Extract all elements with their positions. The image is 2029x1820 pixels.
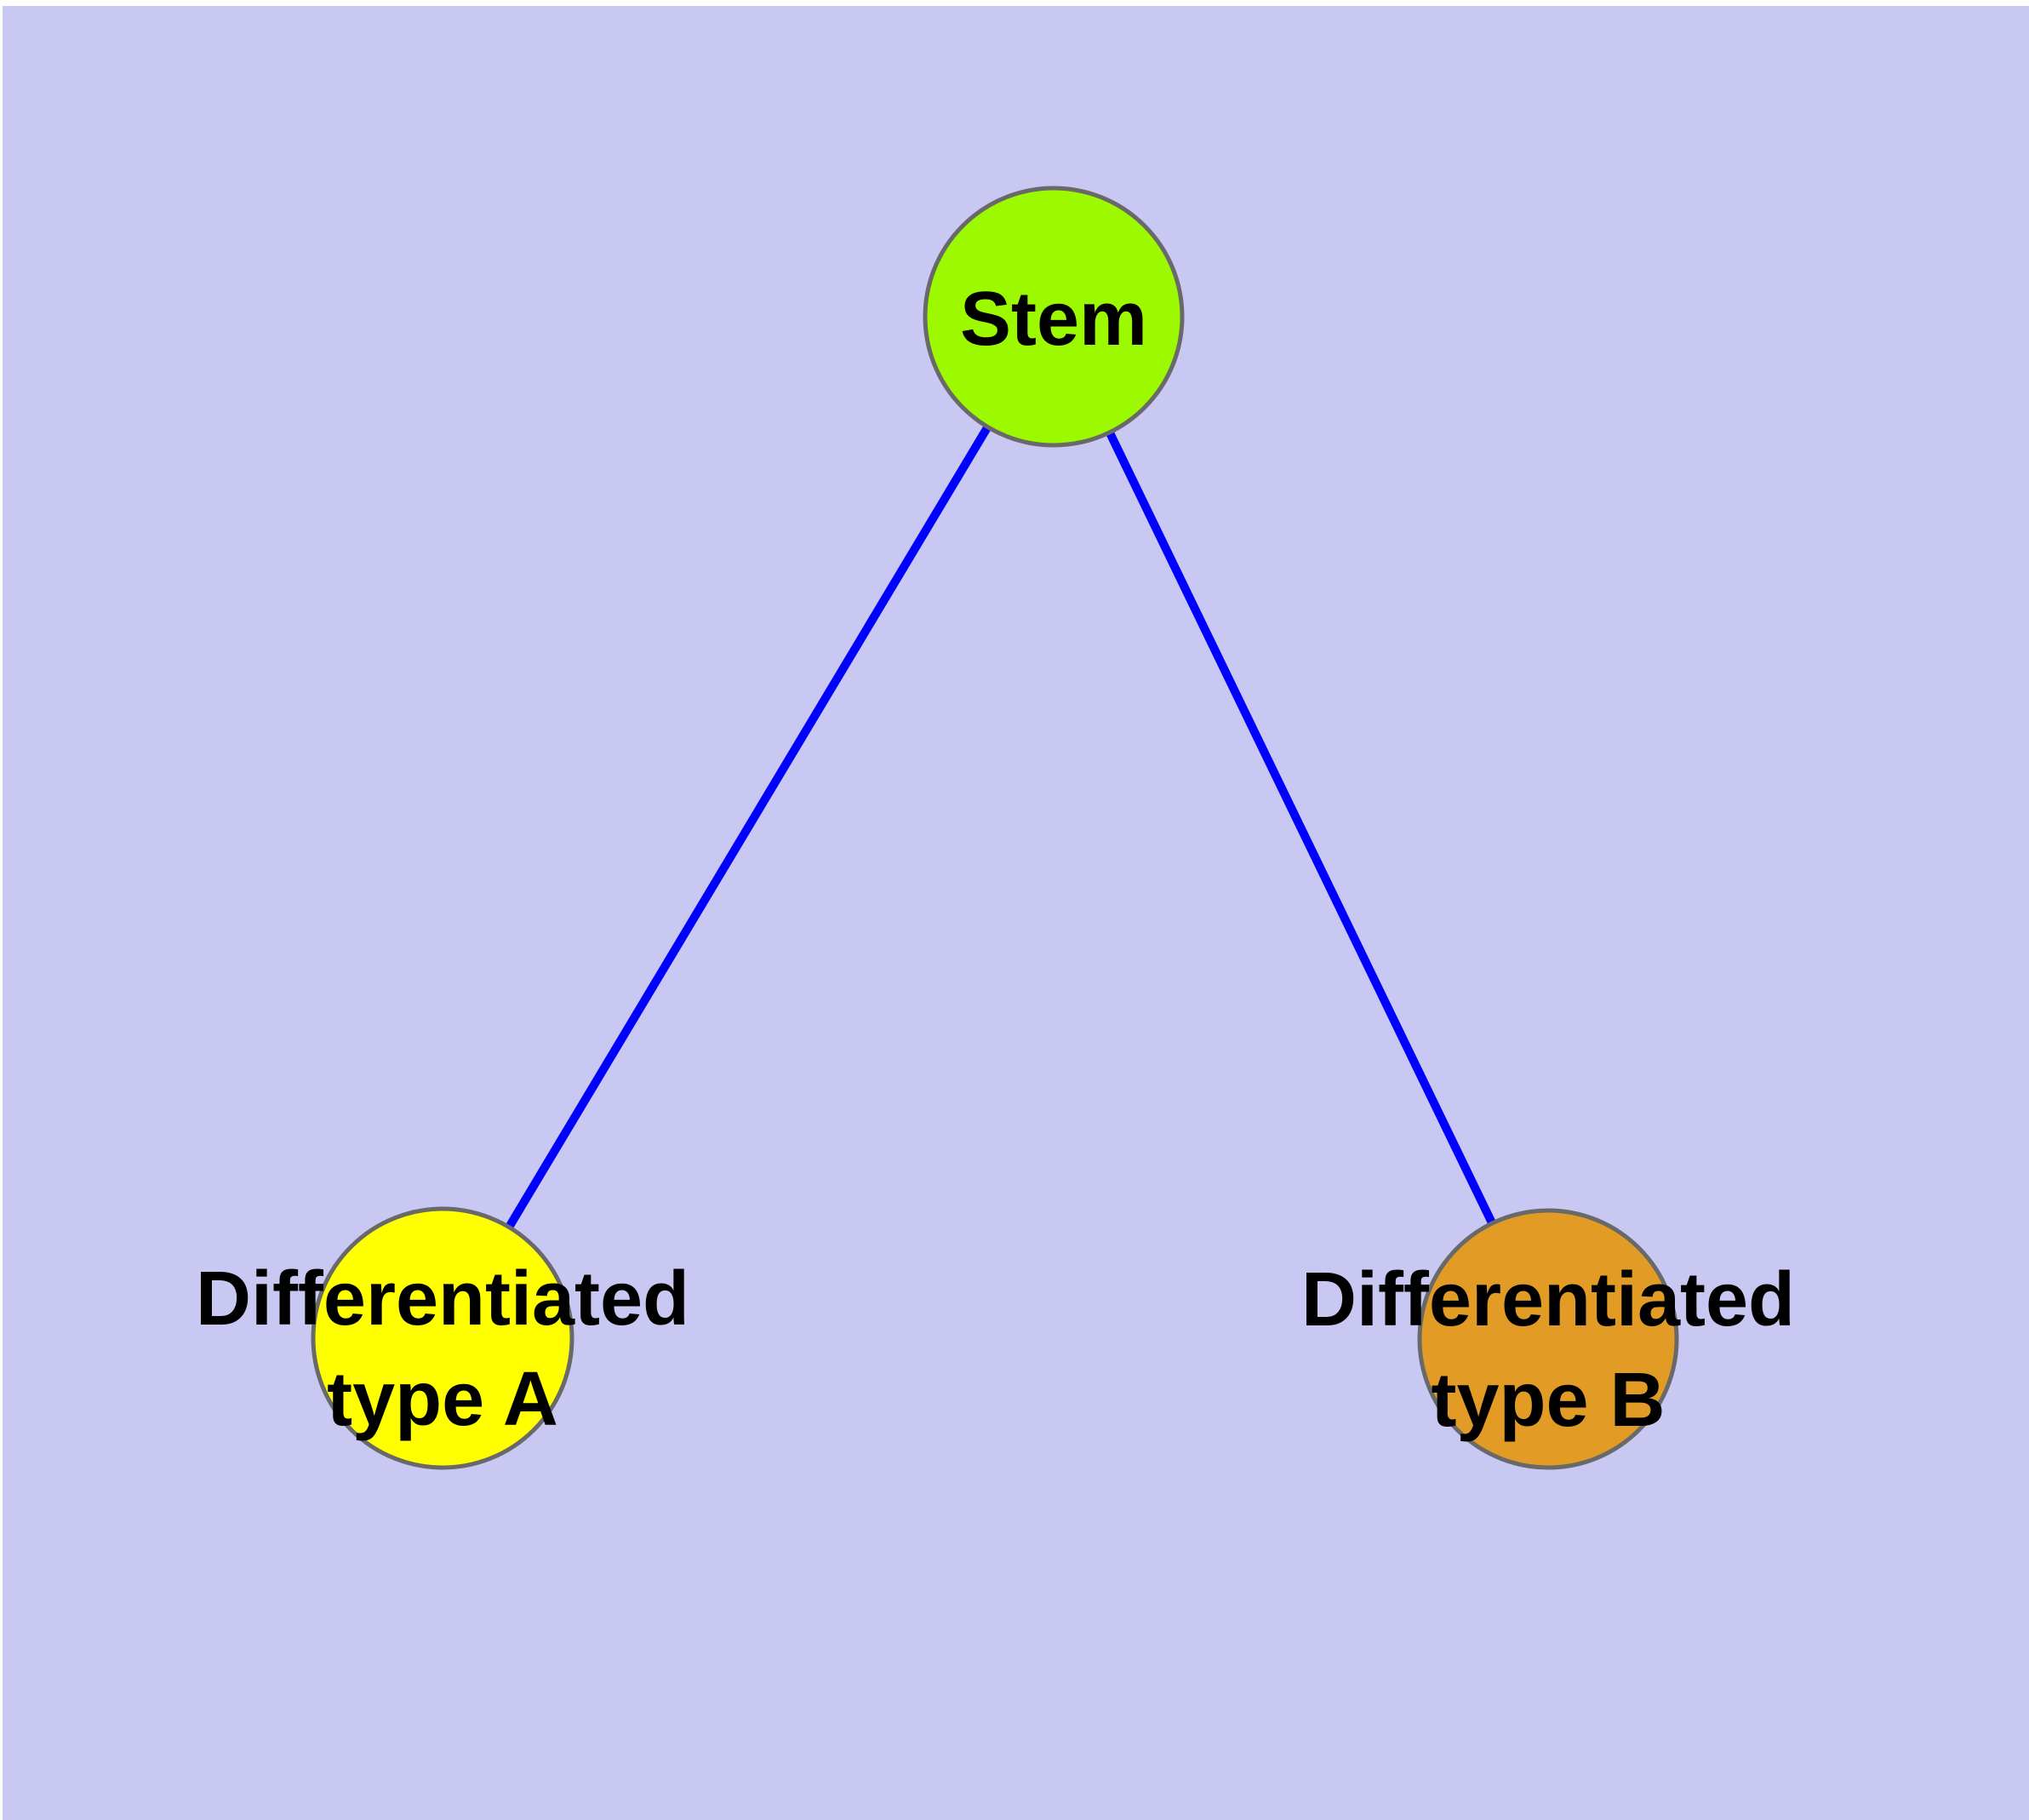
node-differentiated-type-a: [311, 1206, 574, 1470]
edge-group: [438, 314, 1552, 1342]
node-type-a-label-line2: type A: [327, 1357, 558, 1442]
node-stem: [923, 186, 1185, 448]
node-type-b-label-line2: type B: [1431, 1358, 1665, 1443]
node-type-b-label-line1: Differentiated: [1301, 1257, 1795, 1342]
node-group: [311, 186, 1679, 1470]
label-group: Stem Differentiated type A Differentiate…: [196, 277, 1795, 1443]
node-stem-label: Stem: [960, 277, 1147, 362]
edge-stem-to-type-a: [438, 314, 1058, 1341]
edge-stem-to-type-b: [1049, 314, 1552, 1342]
node-differentiated-type-b: [1417, 1208, 1679, 1470]
node-type-a-label-line1: Differentiated: [196, 1256, 689, 1342]
